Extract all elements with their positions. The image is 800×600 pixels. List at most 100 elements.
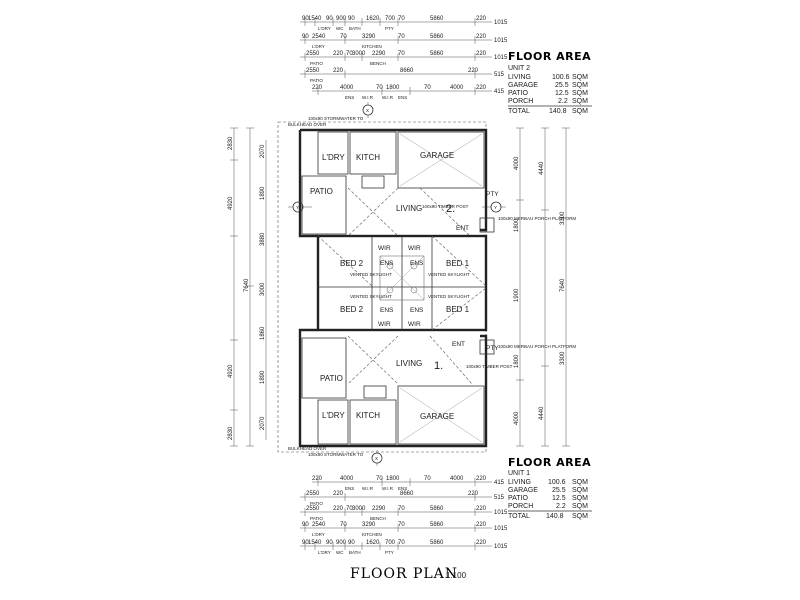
dim-bot-1-label-2: W.I.R: [382, 486, 394, 491]
dim-left-1: 4920: [228, 196, 234, 210]
dim-top-5-3: 1800: [386, 85, 400, 91]
dim-top-1-0: 90: [302, 16, 309, 22]
dim-top-5-0: 220: [312, 85, 323, 91]
room-garage-top: GARAGE: [420, 151, 454, 160]
area1-value-2: 12.5: [552, 495, 566, 502]
dim-bot-3-label-0: PATIO: [310, 516, 323, 521]
dim-top-2-6: 220: [476, 34, 487, 40]
dim-left-3: 4920: [228, 364, 234, 378]
dim-top-5-label-0: ENS: [345, 95, 354, 100]
dim-top-1-1: 1540: [308, 16, 322, 22]
dim-top-2-5: 5860: [430, 34, 444, 40]
dim-left-inner-3: 3000: [260, 282, 266, 296]
dim-top-3-label-1: BENCH: [370, 61, 386, 66]
dim-top-5-4: 70: [424, 85, 431, 91]
dim-top-1-4: 90: [348, 16, 355, 22]
room-patio-top: PATIO: [310, 187, 333, 196]
dim-right-1: 4440: [539, 161, 545, 175]
dim-top-5-label-3: ENS: [398, 95, 407, 100]
dim-right-inner-0: 1800: [514, 218, 520, 232]
area1-unit-1: SQM: [572, 487, 588, 494]
dim-left-4: 2830: [228, 426, 234, 440]
room-pantry-bottom: PTY: [486, 345, 499, 352]
room-laundry-bottom: L'DRY: [322, 411, 345, 420]
dim-bot-1-right: 415: [494, 480, 505, 486]
area1-unit-4: SQM: [572, 513, 588, 520]
dim-right-5: 4440: [539, 406, 545, 420]
area2-label-0: LIVING: [508, 74, 531, 81]
dim-bot-5-6: 700: [385, 540, 396, 546]
drawing-title: FLOOR PLAN 1:100: [350, 566, 467, 582]
dim-top-1-label-3: PTY: [385, 26, 394, 31]
dim-bot-4-6: 220: [476, 522, 487, 528]
dim-bot-5-right: 1015: [494, 544, 508, 550]
dim-top-3-1: 220: [333, 51, 344, 57]
dim-bot-2-0: 2550: [306, 491, 320, 497]
dim-bot-1-3: 1800: [386, 476, 400, 482]
dim-bot-5-label-1: WC: [336, 550, 344, 555]
room-bed2-bottom: BED 2: [340, 305, 364, 314]
dim-bot-1-label-1: W.I.R: [362, 486, 374, 491]
room-patio-bottom: PATIO: [320, 374, 343, 383]
area1-unit-2: SQM: [572, 495, 588, 502]
dim-bot-2-2: 8660: [400, 491, 414, 497]
dim-bot-1-4: 70: [424, 476, 431, 482]
section-marker-bottom: X: [371, 450, 383, 466]
room-bed2-top: BED 2: [340, 259, 364, 268]
area2-unit-1: SQM: [572, 82, 588, 89]
dim-bot-4-5: 5860: [430, 522, 444, 528]
dim-bot-5-7: 70: [398, 540, 405, 546]
room-ens-c: ENS: [380, 307, 394, 314]
dim-top-2-label-1: KITCHEN: [362, 44, 382, 49]
dim-top-3-right: 1015: [494, 55, 508, 61]
area2-value-3: 2.2: [558, 98, 568, 105]
dim-bot-3-label-1: BENCH: [370, 516, 386, 521]
dim-top-2-1: 2540: [312, 34, 326, 40]
note-post-bottom: 100x90 TIMBER POST: [466, 364, 513, 369]
note-stormwater-bottom: 100x90 STORMWATER TO: [308, 452, 364, 457]
plan-scale: 1:100: [446, 571, 467, 580]
skylight-label-d: VENTED SKYLIGHT: [428, 294, 470, 299]
dim-bot-2-1: 220: [333, 491, 344, 497]
dim-top-1-label-1: WC: [336, 26, 344, 31]
note-stormwater-top: 100x90 STORMWATER TO: [308, 116, 364, 121]
dim-bot-1-0: 220: [312, 476, 323, 482]
dim-left-inner-0: 2070: [260, 144, 266, 158]
area2-label-1: GARAGE: [508, 82, 538, 89]
area2-label-3: PORCH: [508, 98, 533, 105]
dim-bot-4-right: 1015: [494, 526, 508, 532]
dim-left-inner-2: 3880: [260, 232, 266, 246]
room-ens-d: ENS: [410, 307, 424, 314]
dim-bot-1-1: 4000: [340, 476, 354, 482]
section-marker-top-label: X: [366, 108, 369, 113]
dim-top-4-2: 8660: [400, 68, 414, 74]
dim-bot-3-4: 2290: [372, 506, 386, 512]
floor-area-unit-label-2: UNIT 2: [508, 65, 530, 72]
dim-top-2-4: 70: [398, 34, 405, 40]
dim-top-1-7: 70: [398, 16, 405, 22]
dim-top-3-6: 5860: [430, 51, 444, 57]
area1-value-4: 140.8: [546, 513, 564, 520]
dim-bot-2-label-0: PATIO: [310, 501, 323, 506]
top-dimension-strings: 90 1540 90 900 90 1620 700 70 5860 220 1…: [300, 16, 508, 100]
dim-top-4-label-0: PATIO: [310, 78, 323, 83]
dim-bot-4-1: 2540: [312, 522, 326, 528]
unit-number-top: 2.: [446, 203, 455, 215]
dim-bot-4-4: 70: [398, 522, 405, 528]
area1-value-1: 25.5: [552, 487, 566, 494]
dim-right-inner-2: 1800: [514, 354, 520, 368]
area1-value-3: 2.2: [556, 503, 566, 510]
room-bed1-bottom: BED 1: [446, 305, 470, 314]
dim-left-inner-1: 1890: [260, 186, 266, 200]
dim-left-inner-4: 1860: [260, 326, 266, 340]
dim-top-3-7: 220: [476, 51, 487, 57]
area1-label-4: TOTAL: [508, 513, 530, 520]
dim-bot-1-5: 4000: [450, 476, 464, 482]
note-porch-top: 100x90 MERBAU PORCH PLATFORM: [498, 216, 576, 221]
dim-bot-3-0: 2550: [306, 506, 320, 512]
dim-bot-5-8: 5860: [430, 540, 444, 546]
drawing-notes: 100x90 TIMBER POST 100x90 TIMBER POST 10…: [288, 116, 576, 457]
dim-top-5-label-2: W.I.R: [382, 95, 394, 100]
dim-top-3-0: 2550: [306, 51, 320, 57]
